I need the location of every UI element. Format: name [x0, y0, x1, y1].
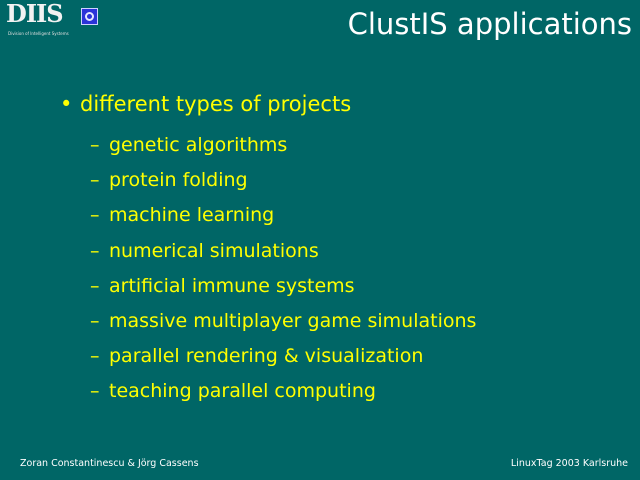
logo-text: DIIS	[6, 0, 64, 28]
list-item-text: numerical simulations	[109, 239, 319, 262]
list-item: –parallel rendering & visualization	[90, 343, 476, 378]
main-bullet-text: different types of projects	[80, 92, 352, 116]
list-item-text: teaching parallel computing	[109, 380, 376, 403]
list-item-text: machine learning	[109, 204, 275, 227]
list-item-text: parallel rendering & visualization	[109, 345, 424, 368]
logo-subtitle: Division of Intelligent Systems	[8, 31, 69, 36]
list-item: –teaching parallel computing	[90, 378, 476, 413]
dash-icon: –	[90, 309, 100, 332]
main-bullet: • different types of projects	[60, 92, 351, 116]
bullet-icon: •	[60, 92, 73, 116]
footer-authors: Zoran Constantinescu & Jörg Cassens	[20, 458, 199, 469]
slide-title: ClustIS applications	[347, 7, 632, 41]
dash-icon: –	[90, 345, 100, 368]
diis-logo: DIIS Division of Intelligent Systems	[6, 0, 98, 38]
list-item: –artificial immune systems	[90, 273, 476, 308]
list-item: –protein folding	[90, 167, 476, 202]
dash-icon: –	[90, 239, 100, 262]
list-item-text: protein folding	[109, 169, 248, 192]
list-item: –machine learning	[90, 202, 476, 237]
dash-icon: –	[90, 274, 100, 297]
dash-icon: –	[90, 204, 100, 227]
list-item: –genetic algorithms	[90, 132, 476, 167]
list-item-text: massive multiplayer game simulations	[109, 309, 477, 332]
circle-logo-icon	[81, 8, 98, 25]
list-item-text: artificial immune systems	[109, 274, 355, 297]
sub-bullet-list: –genetic algorithms –protein folding –ma…	[90, 132, 476, 414]
footer-event: LinuxTag 2003 Karlsruhe	[510, 458, 628, 469]
dash-icon: –	[90, 380, 100, 403]
dash-icon: –	[90, 169, 100, 192]
list-item-text: genetic algorithms	[109, 134, 288, 156]
list-item: –massive multiplayer game simulations	[90, 308, 476, 343]
dash-icon: –	[90, 134, 100, 156]
list-item: –numerical simulations	[90, 238, 476, 273]
